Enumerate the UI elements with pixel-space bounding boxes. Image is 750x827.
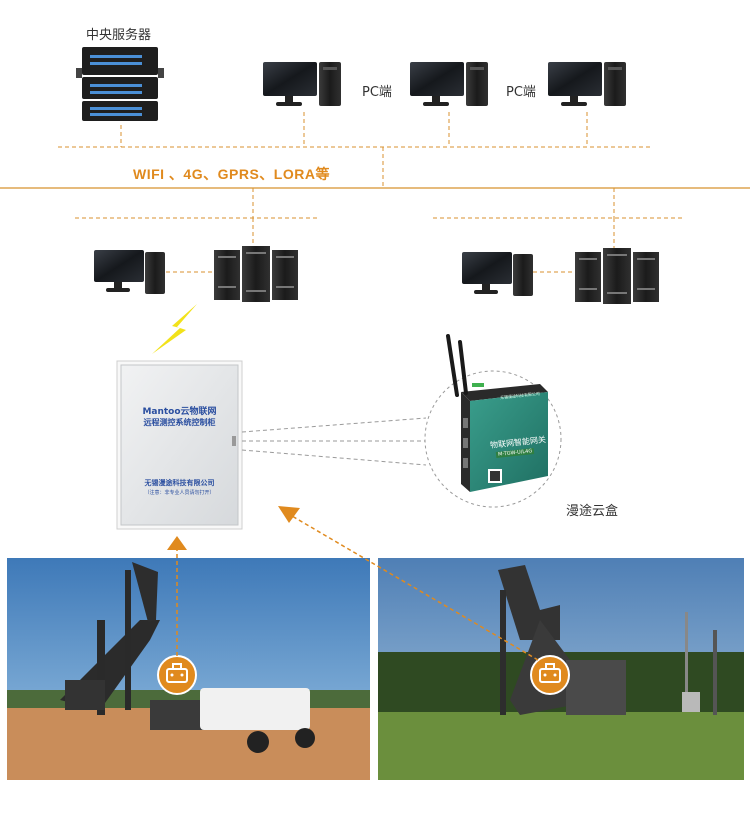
pc-label: PC端 [506,85,536,100]
control-cabinet [116,360,243,530]
network-label: WIFI 、4G、GPRS、LORA等 [133,166,330,182]
central-server-label: 中央服务器 [86,28,152,43]
pc-icon [263,62,341,106]
sensor-badge-icon [530,655,570,695]
cabinet-company: 无锡漫途科技有限公司 [144,479,215,487]
cabinet-subtitle: 远程测控系统控制柜 [143,418,216,427]
oilfield-photo-left [7,558,370,780]
data-upload-arrow [167,536,187,656]
sensor-badge-icon [157,655,197,695]
pc-icon [548,62,626,106]
pc-icon [94,250,165,294]
cabinet-title: Mantoo云物联网 [142,407,217,417]
lightning-icon [152,304,197,354]
pc-label: PC端 [362,85,392,100]
cloud-box-label: 漫途云盒 [566,504,619,519]
pc-icon [410,62,488,106]
gateway-device-icon [446,334,548,492]
data-upload-arrow [278,506,539,661]
central-server-icon [76,47,164,121]
pc-icon [462,252,533,296]
cabinet-gateway-links [241,417,427,466]
middle-network-lines [75,188,684,273]
server-rack-icon [575,248,659,304]
server-rack-icon [214,246,298,302]
top-network-lines [58,112,652,188]
cabinet-note: （注意：非专业人员请勿打开） [144,490,215,496]
